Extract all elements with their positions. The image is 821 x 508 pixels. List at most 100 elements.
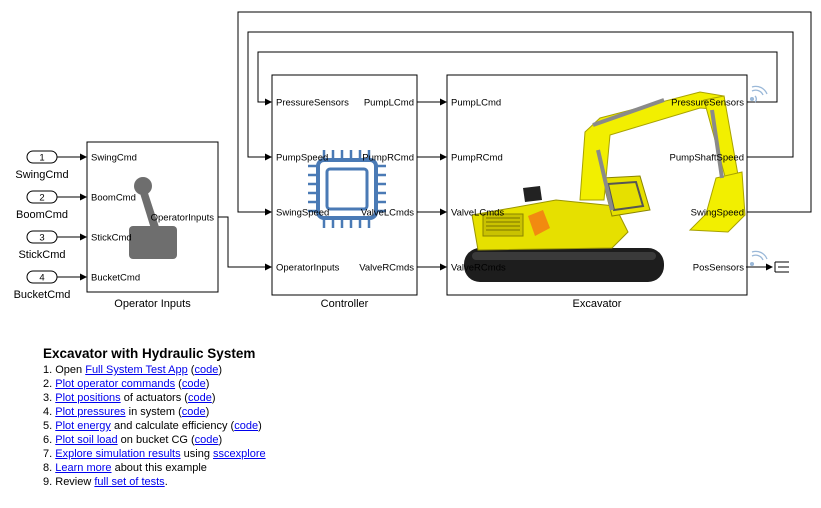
excavator-in-port-2: PumpRCmd (451, 153, 503, 164)
list-item-link[interactable]: Plot energy (55, 420, 111, 432)
list-item-text: ) (258, 420, 262, 432)
list-item-text: in system ( (125, 406, 182, 418)
inport-3[interactable]: 3 StickCmd (18, 230, 66, 261)
inport-1-number: 1 (39, 153, 44, 164)
excavator-in-port-4: ValveRCmds (451, 263, 506, 274)
list-item-number: 4. (43, 406, 53, 418)
list-item-link[interactable]: Plot operator commands (55, 378, 176, 390)
list-item-text: and calculate efficiency ( (110, 420, 235, 432)
controller-in-port-3: SwingSpeed (276, 208, 329, 219)
signal-swingspeed-feedback[interactable] (237, 11, 812, 216)
excavator-out-port-4: PosSensors (693, 263, 744, 274)
operator-inputs-out-port: OperatorInputs (151, 213, 215, 224)
excavator-out-port-2: PumpShaftSpeed (670, 153, 744, 164)
list-item-link[interactable]: Plot soil load (55, 434, 118, 446)
controller-out-port-4: ValveRCmds (359, 263, 414, 274)
list-item-link[interactable]: full set of tests (94, 476, 165, 488)
list-item-text: about this example (111, 462, 207, 474)
list-item-text: Open (55, 364, 86, 376)
list-item: 1. Open Full System Test App (code) (43, 363, 443, 377)
wireless-icon (749, 250, 768, 267)
excavator-in-port-1: PumpLCmd (451, 98, 501, 109)
operator-inputs-block[interactable]: SwingCmd BoomCmd StickCmd BucketCmd Oper… (86, 141, 219, 310)
inport-4-name: BucketCmd (14, 289, 71, 301)
list-item-number: 6. (43, 434, 53, 446)
list-item-text: ( (187, 364, 195, 376)
list-item-number: 3. (43, 392, 53, 404)
code-link[interactable]: code (234, 420, 259, 432)
list-item-number: 2. (43, 378, 53, 390)
operator-inputs-title: Operator Inputs (114, 298, 191, 310)
excavator-out-port-3: SwingSpeed (691, 208, 744, 219)
inport-2[interactable]: 2 BoomCmd (16, 190, 68, 221)
code-link[interactable]: sscexplore (213, 448, 266, 460)
inport-3-name: StickCmd (18, 249, 65, 261)
list-item-link[interactable]: Explore simulation results (55, 448, 181, 460)
operator-inputs-port-1: SwingCmd (91, 153, 137, 164)
code-link[interactable]: code (181, 406, 206, 418)
operator-inputs-port-4: BucketCmd (91, 273, 140, 284)
list-item-text: ) (211, 392, 216, 404)
inport-1-name: SwingCmd (15, 169, 68, 181)
code-link[interactable]: code (181, 378, 206, 390)
wireless-icon (749, 85, 768, 103)
operator-inputs-port-3: StickCmd (91, 233, 132, 244)
code-link[interactable]: code (187, 392, 212, 404)
list-item-text: . (164, 476, 168, 488)
excavator-block[interactable]: PumpLCmd PumpRCmd ValveLCmds ValveRCmds … (446, 74, 748, 310)
list-item-text: using (180, 448, 214, 460)
list-item-link[interactable]: Plot positions (55, 392, 121, 404)
list-item-text: ) (205, 406, 210, 418)
terminator-icon[interactable] (774, 261, 789, 273)
controller-out-port-1: PumpLCmd (364, 98, 414, 109)
controller-in-port-4: OperatorInputs (276, 263, 340, 274)
chip-icon (308, 150, 386, 228)
excavator-title: Excavator (573, 298, 622, 310)
list-item-number: 1. (43, 364, 53, 376)
inport-2-name: BoomCmd (16, 209, 68, 221)
list-item-number: 9. (43, 476, 53, 488)
list-item-number: 8. (43, 462, 53, 474)
list-item-number: 7. (43, 448, 53, 460)
signal-pumpshaft-feedback[interactable] (247, 31, 794, 161)
list-item: 6. Plot soil load on bucket CG (code) (43, 433, 443, 447)
list-item-text: ) (218, 434, 223, 446)
list-item: 5. Plot energy and calculate efficiency … (43, 419, 443, 433)
excavator-in-port-3: ValveLCmds (451, 208, 504, 219)
excavator-out-port-1: PressureSensors (671, 98, 744, 109)
list-item-text: on bucket CG ( (117, 434, 195, 446)
list-item-number: 5. (43, 420, 53, 432)
controller-out-port-3: ValveLCmds (361, 208, 414, 219)
list-item-text: ( (175, 378, 182, 390)
list-item: 9. Review full set of tests. (43, 475, 443, 489)
list-item: 8. Learn more about this example (43, 461, 443, 475)
list-item: 2. Plot operator commands (code) (43, 377, 443, 391)
controller-in-port-2: PumpSpeed (276, 153, 328, 164)
list-item-text: Review (55, 476, 95, 488)
list-item-link[interactable]: Learn more (55, 462, 112, 474)
feedback-lines (237, 11, 812, 216)
inport-2-number: 2 (39, 193, 44, 204)
operator-inputs-port-2: BoomCmd (91, 193, 136, 204)
info-list: 1. Open Full System Test App (code)2. Pl… (43, 363, 443, 489)
list-item-text: of actuators ( (120, 392, 188, 404)
excavator-image (464, 91, 746, 282)
list-item-link[interactable]: Plot pressures (55, 406, 126, 418)
signal-pressure-feedback[interactable] (257, 51, 778, 106)
list-item: 4. Plot pressures in system (code) (43, 405, 443, 419)
inport-4-number: 4 (39, 273, 44, 284)
list-item: 7. Explore simulation results using ssce… (43, 447, 443, 461)
list-item: 3. Plot positions of actuators (code) (43, 391, 443, 405)
controller-block[interactable]: PressureSensors PumpSpeed SwingSpeed Ope… (271, 74, 418, 310)
list-item-link[interactable]: Full System Test App (85, 364, 188, 376)
controller-out-port-2: PumpRCmd (362, 153, 414, 164)
list-item-text: ) (205, 378, 210, 390)
inport-1[interactable]: 1 SwingCmd (15, 150, 69, 181)
code-link[interactable]: code (194, 434, 219, 446)
code-link[interactable]: code (194, 364, 219, 376)
inport-4[interactable]: 4 BucketCmd (14, 270, 71, 301)
controller-in-port-1: PressureSensors (276, 98, 349, 109)
list-item-text: ) (218, 364, 222, 376)
signal-operatorinputs[interactable] (218, 216, 272, 271)
controller-title: Controller (321, 298, 369, 310)
